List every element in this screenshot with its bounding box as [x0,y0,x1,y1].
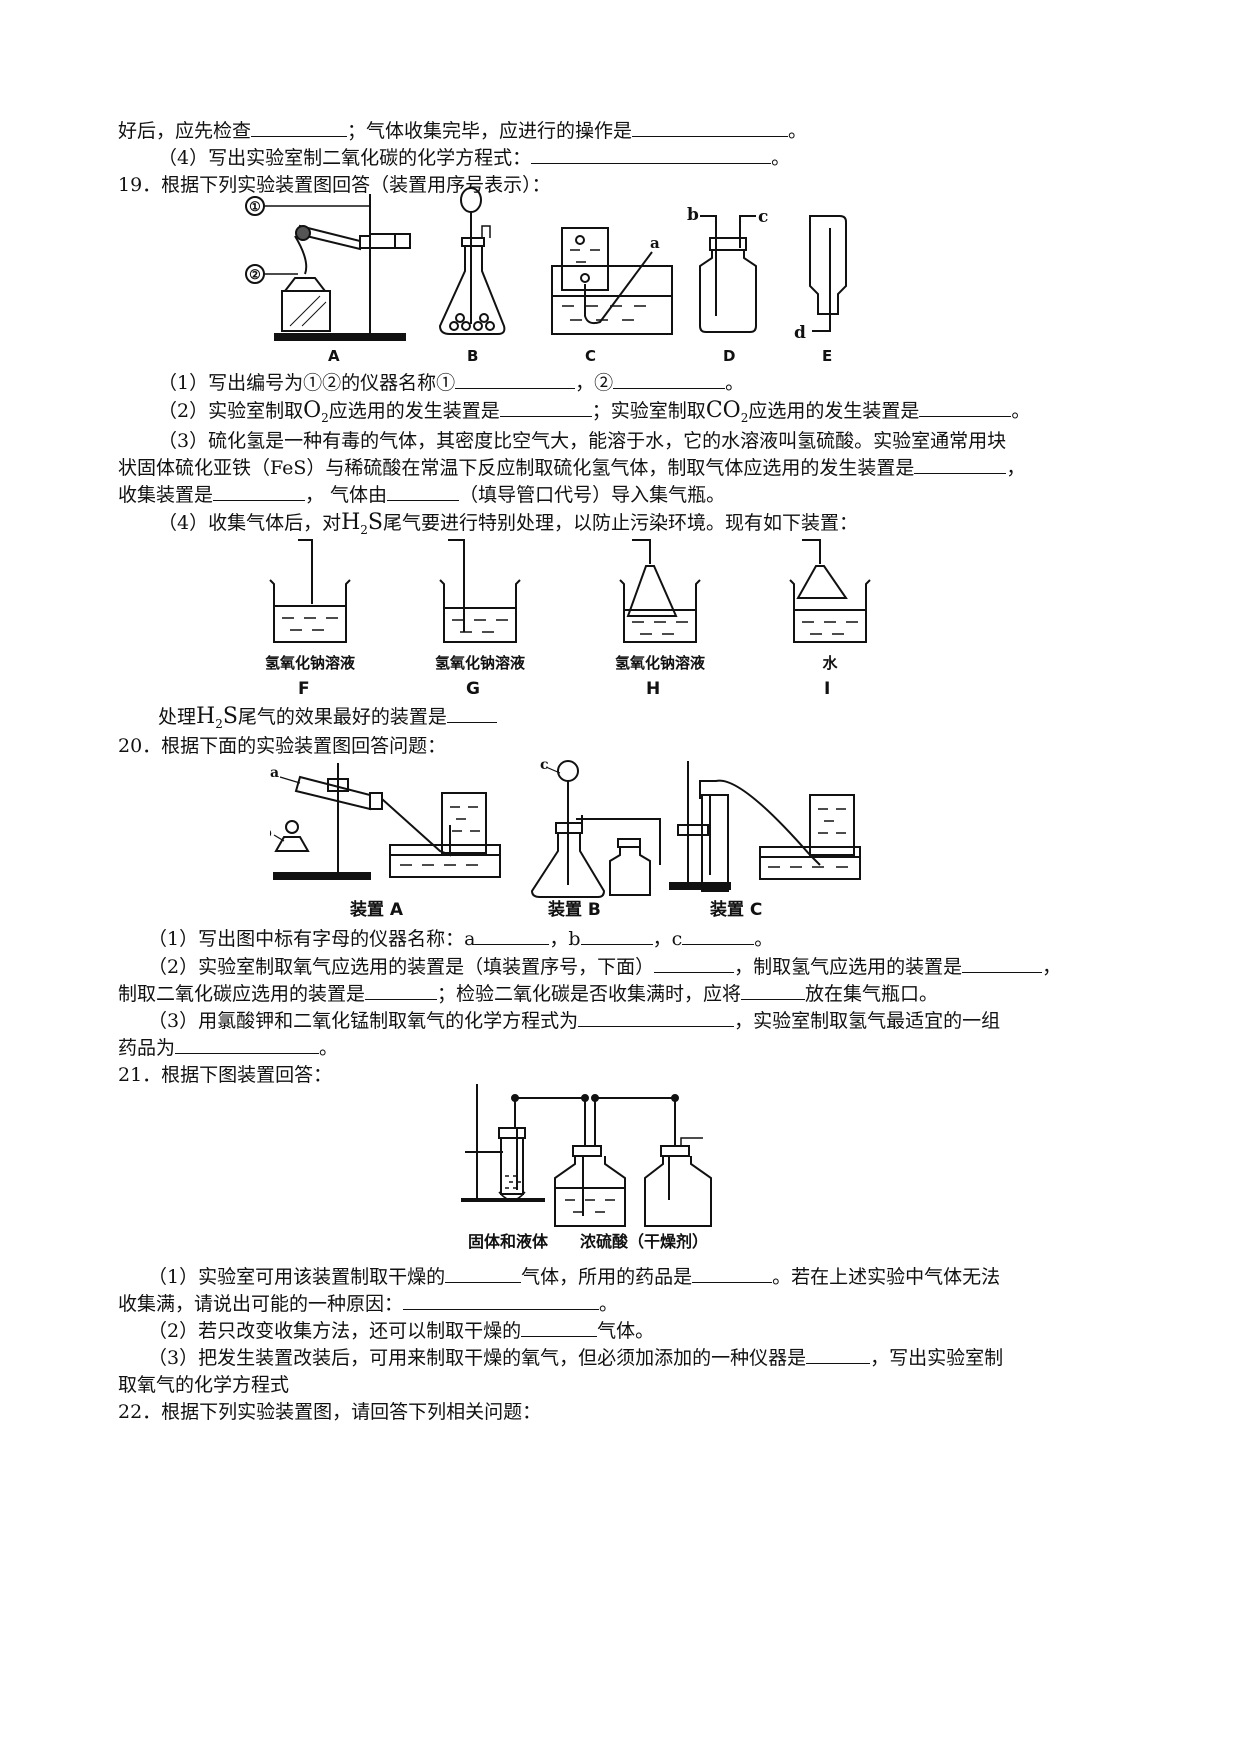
answer-blank[interactable] [403,1291,600,1310]
label-c: c [540,757,549,773]
q21-title: 21．根据下图装置回答： [118,1064,333,1086]
answer-blank[interactable] [692,1264,773,1283]
q18-line1: 好后，应先检查；气体收集完毕，应进行的操作是。 [118,118,808,142]
label-d: d [794,323,806,343]
mark-2: ② [249,268,261,283]
liquid-label-F: 氢氧化钠溶液 [265,654,356,672]
drying-apparatus [461,1084,712,1227]
q20-part3-l1: （3）用氯酸钾和二氧化锰制取氧气的化学方程式为，实验室制取氢气最适宜的一组 [148,1008,1001,1032]
answer-blank[interactable] [682,926,755,945]
q19-part4: （4）收集气体后，对H2S尾气要进行特别处理，以防止污染环境。现有如下装置： [158,510,859,537]
q21-apparatus-figure [455,1080,785,1230]
answer-blank[interactable] [632,118,789,137]
q19-part5: 处理H2S尾气的效果最好的装置是 [158,704,497,737]
caption-D: D [723,347,735,365]
liquid-label-I: 水 [822,654,838,672]
q21-part1-l1: （1）实验室可用该装置制取干燥的气体，所用的药品是。若在上述实验中气体无法 [148,1264,1001,1288]
answer-blank[interactable] [251,118,348,137]
q20-part2-l1: （2）实验室制取氧气应选用的装置是（填装置序号，下面），制取氢气应选用的装置是， [148,954,1062,978]
q21-figure-label-2: 浓硫酸（干燥剂） [580,1232,709,1251]
apparatus-B [438,187,506,335]
apparatus-D: b c [687,205,768,333]
q19-part2: （2）实验室制取O2应选用的发生装置是；实验室制取CO2应选用的发生装置是。 [158,398,1031,425]
label-a: a [270,765,279,781]
caption-G: G [466,679,480,699]
q20-part2-l2: 制取二氧化碳应选用的装置是；检验二氧化碳是否收集满时，应将放在集气瓶口。 [118,981,939,1005]
answer-blank[interactable] [914,455,1007,474]
caption-B: 装置 B [547,899,601,920]
q22-title: 22．根据下列实验装置图，请回答下列相关问题： [118,1401,542,1423]
answer-blank[interactable] [499,398,592,417]
q20-part3-l2: 药品为。 [118,1035,339,1059]
beaker-F [269,539,351,643]
answer-blank[interactable] [806,1345,871,1364]
q21-part1-l2: 收集满，请说出可能的一种原因：。 [118,1291,619,1315]
label-b: b [687,205,699,225]
beaker-G [439,539,521,643]
q21-part3-l2: 取氧气的化学方程式 [118,1374,290,1396]
caption-C: C [585,347,596,365]
label-c: c [758,207,768,227]
answer-blank[interactable] [213,482,306,501]
answer-blank[interactable] [578,1008,735,1027]
caption-H: H [646,679,660,699]
q21-figure-label-1: 固体和液体 [468,1232,549,1251]
apparatus-C: a [551,227,673,335]
liquid-label-H: 氢氧化钠溶液 [615,654,706,672]
answer-blank[interactable] [387,482,460,501]
apparatus-B: c [530,757,661,898]
q19-part3-l3: 收集装置是， 气体由（填导管口代号）导入集气瓶。 [118,482,726,506]
q20-title: 20．根据下面的实验装置图回答问题： [118,735,447,757]
answer-blank[interactable] [475,926,550,945]
q19-part3-l2: 状固体硫化亚铁（FeS）与稀硫酸在常温下反应制取硫化氢气体，制取气体应选用的发生… [118,455,1026,479]
q21-part2: （2）若只改变收集方法，还可以制取干燥的气体。 [148,1318,655,1342]
caption-C: 装置 C [709,899,762,920]
answer-blank[interactable] [521,1318,598,1337]
q20-part1: （1）写出图中标有字母的仪器名称：a，b，c。 [148,926,774,950]
answer-blank[interactable] [531,145,772,164]
q19-part3-l1: （3）硫化氢是一种有毒的气体，其密度比空气大，能溶于水，它的水溶液叫氢硫酸。实验… [158,430,1007,452]
caption-A: A [328,347,340,365]
caption-A: 装置 A [349,899,404,920]
apparatus-A: a b [270,763,501,880]
q21-part3-l1: （3）把发生装置改装后，可用来制取干燥的氧气，但必须加添加的一种仪器是，写出实验… [148,1345,1004,1369]
answer-blank[interactable] [445,1264,522,1283]
answer-blank[interactable] [962,954,1043,973]
q19-part1: （1）写出编号为①②的仪器名称①，②。 [158,370,745,394]
mark-1: ① [249,200,261,215]
beaker-H [619,539,701,643]
answer-blank[interactable] [613,370,726,389]
answer-blank[interactable] [175,1035,320,1054]
answer-blank[interactable] [741,981,806,1000]
liquid-label-G: 氢氧化钠溶液 [435,654,526,672]
q18-line2: （4）写出实验室制二氧化碳的化学方程式：。 [158,145,791,169]
answer-blank[interactable] [455,370,576,389]
answer-blank[interactable] [365,981,438,1000]
caption-E: E [822,347,832,365]
q19-beaker-figure-F-I: 氢氧化钠溶液 F 氢氧化钠溶液 G 氢氧化钠溶液 H 水 [250,532,910,702]
q20-apparatus-figure: a b 装置 A c [270,755,970,925]
caption-B: B [467,347,478,365]
apparatus-C [669,761,861,892]
answer-blank[interactable] [580,926,653,945]
apparatus-E: d [794,215,847,343]
beaker-I [789,539,871,643]
label-a: a [650,234,660,252]
apparatus-A: ① ② [245,194,411,341]
answer-blank[interactable] [654,954,735,973]
caption-I: I [824,679,830,699]
answer-blank[interactable] [919,398,1012,417]
label-b: b [270,825,272,841]
q19-apparatus-figure-A-E: ① ② A B [240,186,1000,374]
caption-F: F [298,679,310,699]
answer-blank[interactable] [446,704,497,723]
q19-title: 19．根据下列实验装置图回答（装置用序号表示）： [118,174,551,196]
